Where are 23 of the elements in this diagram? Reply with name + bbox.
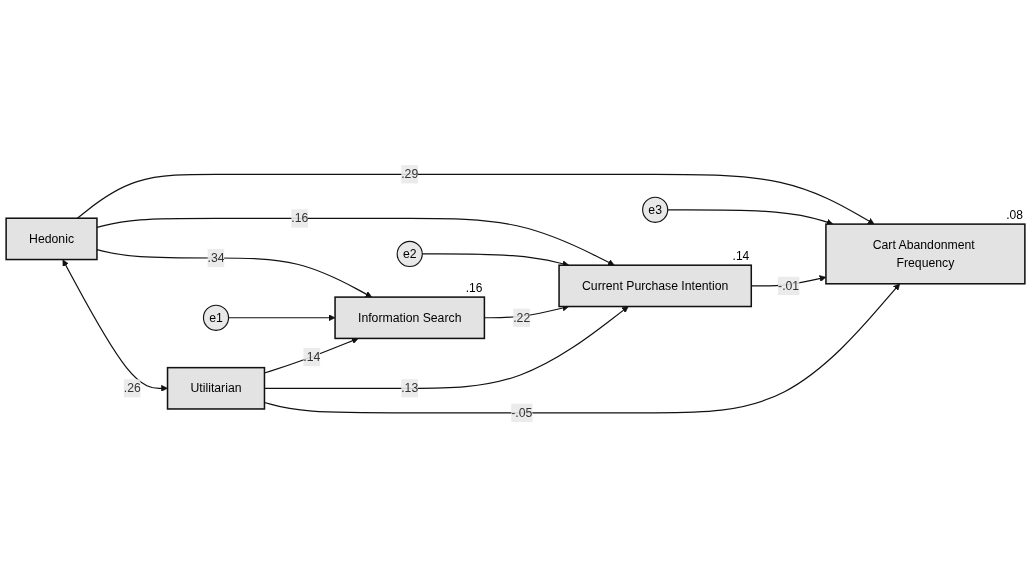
r-squared-value: .16 xyxy=(465,281,483,296)
node-box: Utilitarian xyxy=(166,366,266,410)
arrow xyxy=(96,249,372,298)
node-box: Cart Abandonment Frequency xyxy=(825,223,1026,285)
node-circle: e1 xyxy=(202,304,230,331)
edge-label: .13 xyxy=(401,381,419,395)
node-box: Current Purchase Intention xyxy=(558,264,753,308)
node-circle: e3 xyxy=(642,196,669,223)
r-squared-value: .14 xyxy=(732,249,750,264)
edge-label: .29 xyxy=(401,167,419,181)
node-circle: e2 xyxy=(396,240,423,268)
edge-label: .34 xyxy=(207,251,225,265)
edge-label: -.01 xyxy=(778,278,800,292)
edge-label: .22 xyxy=(513,310,531,324)
edge-label: .16 xyxy=(291,211,309,225)
arrow xyxy=(667,209,834,226)
edge-label: .26 xyxy=(123,381,141,395)
arrow xyxy=(62,259,168,392)
edge-label: .14 xyxy=(303,350,321,364)
node-box: Hedonic xyxy=(5,217,98,261)
r-squared-value: .08 xyxy=(1006,208,1023,223)
node-box: Information Search xyxy=(334,296,486,340)
edge-label: -.05 xyxy=(511,405,533,419)
